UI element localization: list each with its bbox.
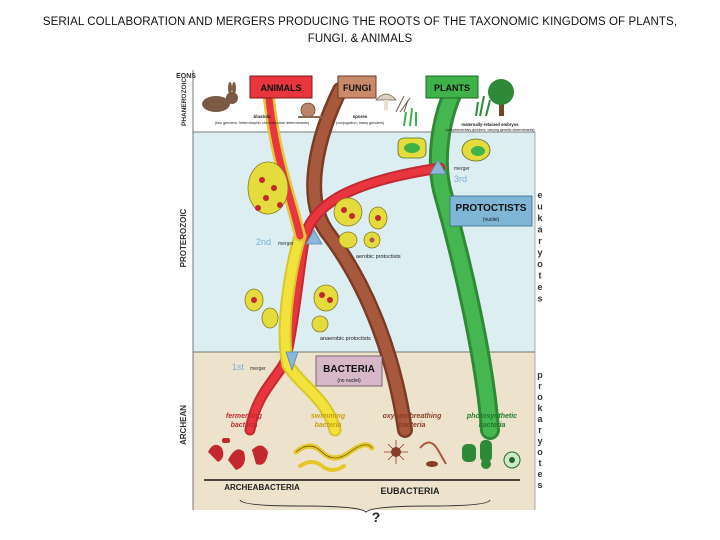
merger-1-word: merger (250, 366, 266, 372)
prokaryotes-letter: o (537, 392, 543, 402)
merger-2-word: merger (278, 241, 294, 247)
moss-icon (403, 107, 417, 127)
animals-note-sub: (two genders; heterotrophic chromosomal … (215, 121, 310, 125)
prokaryotes-letter: r (538, 381, 542, 391)
protoctists-label: PROTOCTISTS (456, 203, 527, 214)
prokaryotes-letter: t (539, 458, 542, 468)
oxygen-to-plants-fill (246, 164, 444, 434)
animals-box: ANIMALS (249, 75, 313, 99)
merger-2-number: 2nd (256, 237, 271, 247)
eon-archean: ARCHEAN (179, 405, 188, 445)
eukaryotes-letter: r (538, 236, 542, 246)
svg-text:fermenting: fermenting (226, 413, 263, 420)
photosynthetic-bacteria-icon (462, 440, 521, 469)
prokaryotes-letter: r (538, 425, 542, 435)
plants-branch-fill (431, 83, 497, 437)
plant-protoctist-cells (397, 137, 491, 162)
animals-label: ANIMALS (261, 83, 302, 93)
fermenting-bacteria-icon (208, 438, 268, 470)
eons-header: EONS (176, 73, 196, 80)
mushroom-icon (375, 93, 397, 110)
eukaryotes-letter: e (537, 190, 542, 200)
fern-icon (475, 95, 491, 117)
title-line-1: SERIAL COLLABORATION AND MERGERS PRODUCI… (42, 16, 678, 28)
fungi-note-sub: (conjugation; many genders) (336, 121, 385, 125)
svg-text:swimming: swimming (311, 413, 346, 420)
animals-note-title: blastula (253, 114, 271, 119)
eubacteria-label: EUBACTERIA (380, 486, 440, 496)
prokaryotes-letter: p (537, 370, 543, 380)
eukaryotes-letter: k (537, 213, 543, 223)
prokaryotes-letter: y (537, 436, 542, 446)
tree-icon (488, 79, 514, 116)
prokaryotes-letter: s (537, 480, 542, 490)
oxygen-bacteria-icon (384, 440, 447, 467)
plants-note-sub: (complementary genders; varying genetic … (446, 128, 535, 132)
protoctists-box: PROTOCTISTS (nuclei) (449, 195, 533, 227)
eukaryotes-letter: o (537, 259, 543, 269)
common-ancestor-brace (239, 499, 491, 513)
fungi-box: FUNGI (337, 75, 377, 99)
oxygen-bacteria-label: oxygen-breathing bacteria (383, 413, 442, 429)
eukaryotes-letter: t (539, 271, 542, 281)
svg-text:bacteria: bacteria (315, 422, 342, 429)
snail-icon (298, 102, 322, 118)
bacteria-box: BACTERIA (no nuclei) (315, 355, 383, 387)
page-title: SERIAL COLLABORATION AND MERGERS PRODUCI… (0, 14, 720, 48)
svg-text:bacteria: bacteria (231, 422, 258, 429)
rabbit-icon (202, 82, 238, 112)
unknown-origin-mark: ? (372, 509, 381, 525)
fermenting-bacteria-label: fermenting bacteria (226, 413, 263, 429)
merger-3-marker (429, 159, 447, 175)
svg-text:bacteria: bacteria (479, 422, 506, 429)
svg-text:oxygen-breathing: oxygen-breathing (383, 413, 442, 420)
protoctists-note: (nuclei) (483, 217, 500, 223)
eukaryotes-letter: e (537, 282, 542, 292)
title-line-2: FUNGI. & ANIMALS (307, 33, 413, 45)
merger-1-marker (285, 351, 299, 372)
svg-text:bacteria: bacteria (399, 422, 426, 429)
anaerobic-protoctist-cluster (244, 284, 339, 333)
bacteria-label: BACTERIA (323, 364, 375, 375)
fungi-branch-fill (308, 84, 411, 436)
merger-3-word: merger (454, 166, 470, 172)
aerobic-protoctists-label: aerobic protoctists (356, 254, 401, 260)
swimming-bacteria-label: swimming bacteria (311, 413, 346, 429)
eukaryotes-letter: a (537, 225, 543, 235)
fungi-label: FUNGI (343, 83, 371, 93)
aerobic-protoctist-cluster (333, 197, 388, 249)
plants-label: PLANTS (434, 83, 470, 93)
merger-3-number: 3rd (454, 174, 467, 184)
photosynthetic-bacteria-label: photosynthetic bacteria (466, 413, 517, 429)
bacteria-note: (no nuclei) (337, 378, 361, 384)
fungi-note-title: spores (353, 114, 368, 119)
plants-note-title: maternally-retained embryos (461, 122, 519, 127)
eukaryotes-letter: u (537, 202, 543, 212)
anaerobic-protoctists-label: anaerobic protoctists (320, 336, 371, 342)
plants-box: PLANTS (425, 75, 479, 99)
merger-2-marker (305, 229, 323, 245)
archeabacteria-label: ARCHEABACTERIA (224, 483, 300, 492)
prokaryotes-letter: o (537, 447, 543, 457)
swimming-branch-fill (280, 231, 340, 435)
svg-text:photosynthetic: photosynthetic (466, 413, 517, 420)
eukaryotes-letter: s (537, 294, 542, 304)
prokaryotes-letter: k (537, 403, 543, 413)
merger-1-number: 1st (232, 362, 245, 372)
fungi-growth-icon (395, 95, 411, 113)
prokaryotes-letter: e (537, 469, 542, 479)
swimming-bacteria-icon (293, 442, 375, 472)
eon-proterozoic: PROTEROZOIC (179, 208, 188, 267)
animal-protoctist-cluster (247, 161, 289, 215)
prokaryotes-letter: a (537, 414, 543, 424)
eon-phanerozoic: PHANEROZOIC (181, 78, 188, 126)
eukaryotes-letter: y (537, 248, 542, 258)
